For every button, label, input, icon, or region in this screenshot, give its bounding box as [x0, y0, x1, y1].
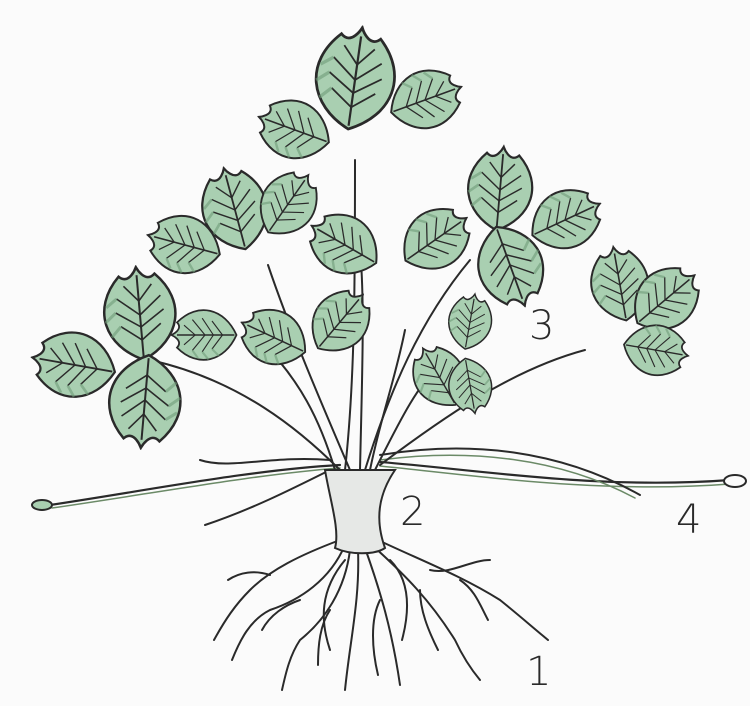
label-leaf: 3	[529, 306, 554, 346]
crown	[325, 470, 395, 553]
label-roots: 1	[526, 652, 551, 692]
leaves	[27, 22, 713, 451]
runners	[32, 448, 746, 525]
label-crown: 2	[400, 492, 425, 532]
label-runner: 4	[676, 500, 701, 540]
roots	[214, 540, 548, 690]
